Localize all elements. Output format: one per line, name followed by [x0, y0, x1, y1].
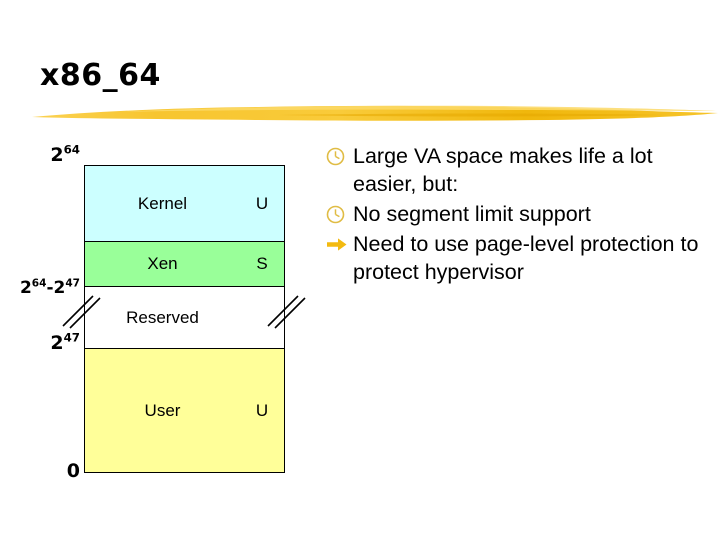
axis-tick-2-pow-64-minus-2-pow-47: 264-247 — [19, 277, 80, 298]
bullet-item-text: Large VA space makes life a lot easier, … — [353, 144, 653, 196]
memory-region-label: Xen — [147, 254, 178, 273]
bullet-item-text: No segment limit support — [353, 202, 591, 226]
brush-stroke-divider — [32, 105, 718, 121]
bullet-item-2: No segment limit support — [326, 200, 706, 228]
page-title: x86_64 — [40, 58, 161, 93]
bullet-list: Large VA space makes life a lot easier, … — [326, 142, 706, 288]
memory-region-mode: S — [256, 254, 268, 273]
arrow-right-icon — [326, 230, 353, 254]
memory-layout-diagram: Kernel U Xen S Reserved User U — [84, 165, 285, 473]
axis-tick-zero: 0 — [66, 460, 80, 482]
memory-region-reserved: Reserved — [84, 286, 285, 349]
memory-region-user: User U — [84, 348, 285, 473]
memory-region-xen: Xen S — [84, 241, 285, 287]
memory-region-kernel: Kernel U — [84, 165, 285, 242]
memory-region-label: User — [144, 400, 181, 420]
memory-region-mode: U — [255, 193, 269, 213]
bullet-item-text: Need to use page-level protection to pro… — [353, 232, 699, 284]
axis-tick-2-pow-47: 247 — [50, 330, 80, 354]
bullet-item-1: Large VA space makes life a lot easier, … — [326, 142, 706, 198]
clock-icon — [326, 142, 353, 166]
bullet-item-3: Need to use page-level protection to pro… — [326, 230, 706, 286]
memory-region-label: Reserved — [126, 307, 199, 327]
memory-region-label: Kernel — [137, 193, 188, 213]
axis-tick-2-pow-64: 264 — [50, 142, 80, 166]
clock-icon — [326, 200, 353, 224]
memory-region-mode: U — [255, 400, 269, 420]
